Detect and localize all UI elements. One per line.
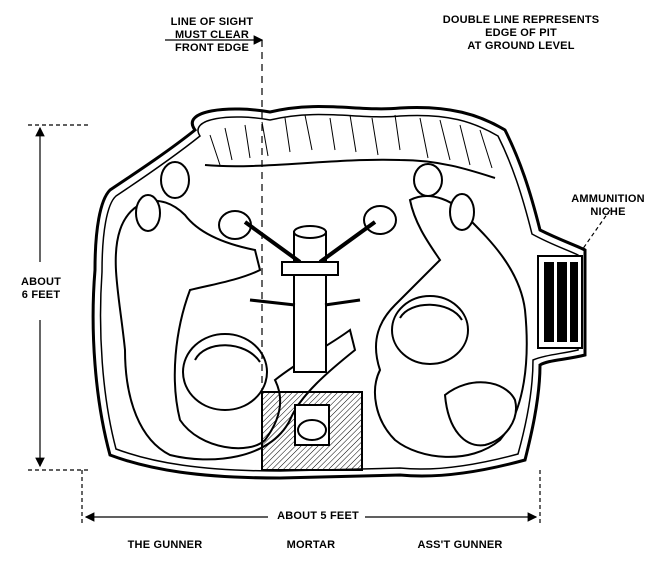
niche-leader [581, 209, 611, 251]
ammunition-niche [537, 255, 583, 349]
front-wall-texture [204, 114, 496, 179]
line-of-sight-label: LINE OF SIGHT MUST CLEAR FRONT EDGE [170, 16, 254, 54]
width-dimension-label: ABOUT 5 FEET [272, 510, 364, 523]
asst-gunner-label: ASS'T GUNNER [417, 539, 503, 551]
mortar-label: MORTAR [286, 539, 336, 551]
asst-gunner-figure [363, 163, 528, 458]
mortar-weapon [243, 220, 377, 471]
ammunition-niche-label: AMMUNITION NICHE [571, 193, 645, 218]
height-dimension-line [28, 124, 90, 471]
pit-edge [91, 105, 587, 480]
width-dimension-line [81, 470, 541, 525]
height-dimension-label: ABOUT 6 FEET [10, 276, 72, 302]
pit-edge-note: DOUBLE LINE REPRESENTS EDGE OF PIT AT GR… [442, 14, 600, 52]
gunner-label: THE GUNNER [127, 539, 203, 551]
